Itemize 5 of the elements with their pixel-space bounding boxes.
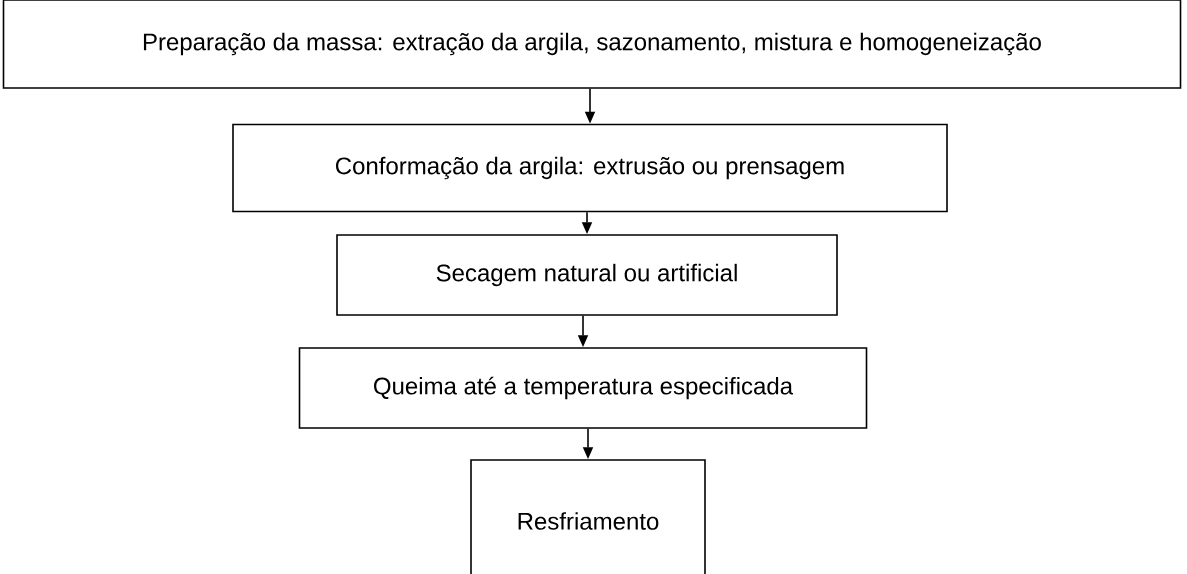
process-box: Conformação da argila: extrusão ou prensagem	[232, 123, 948, 213]
process-box: Resfriamento	[470, 459, 706, 574]
process-box: Queima até a temperatura especificada	[298, 347, 868, 429]
process-box: Preparação da massa: extração da argila, sazonamento, mistura e homogeneização	[2, 0, 1182, 89]
process-box: Secagem natural ou artificial	[336, 234, 838, 316]
